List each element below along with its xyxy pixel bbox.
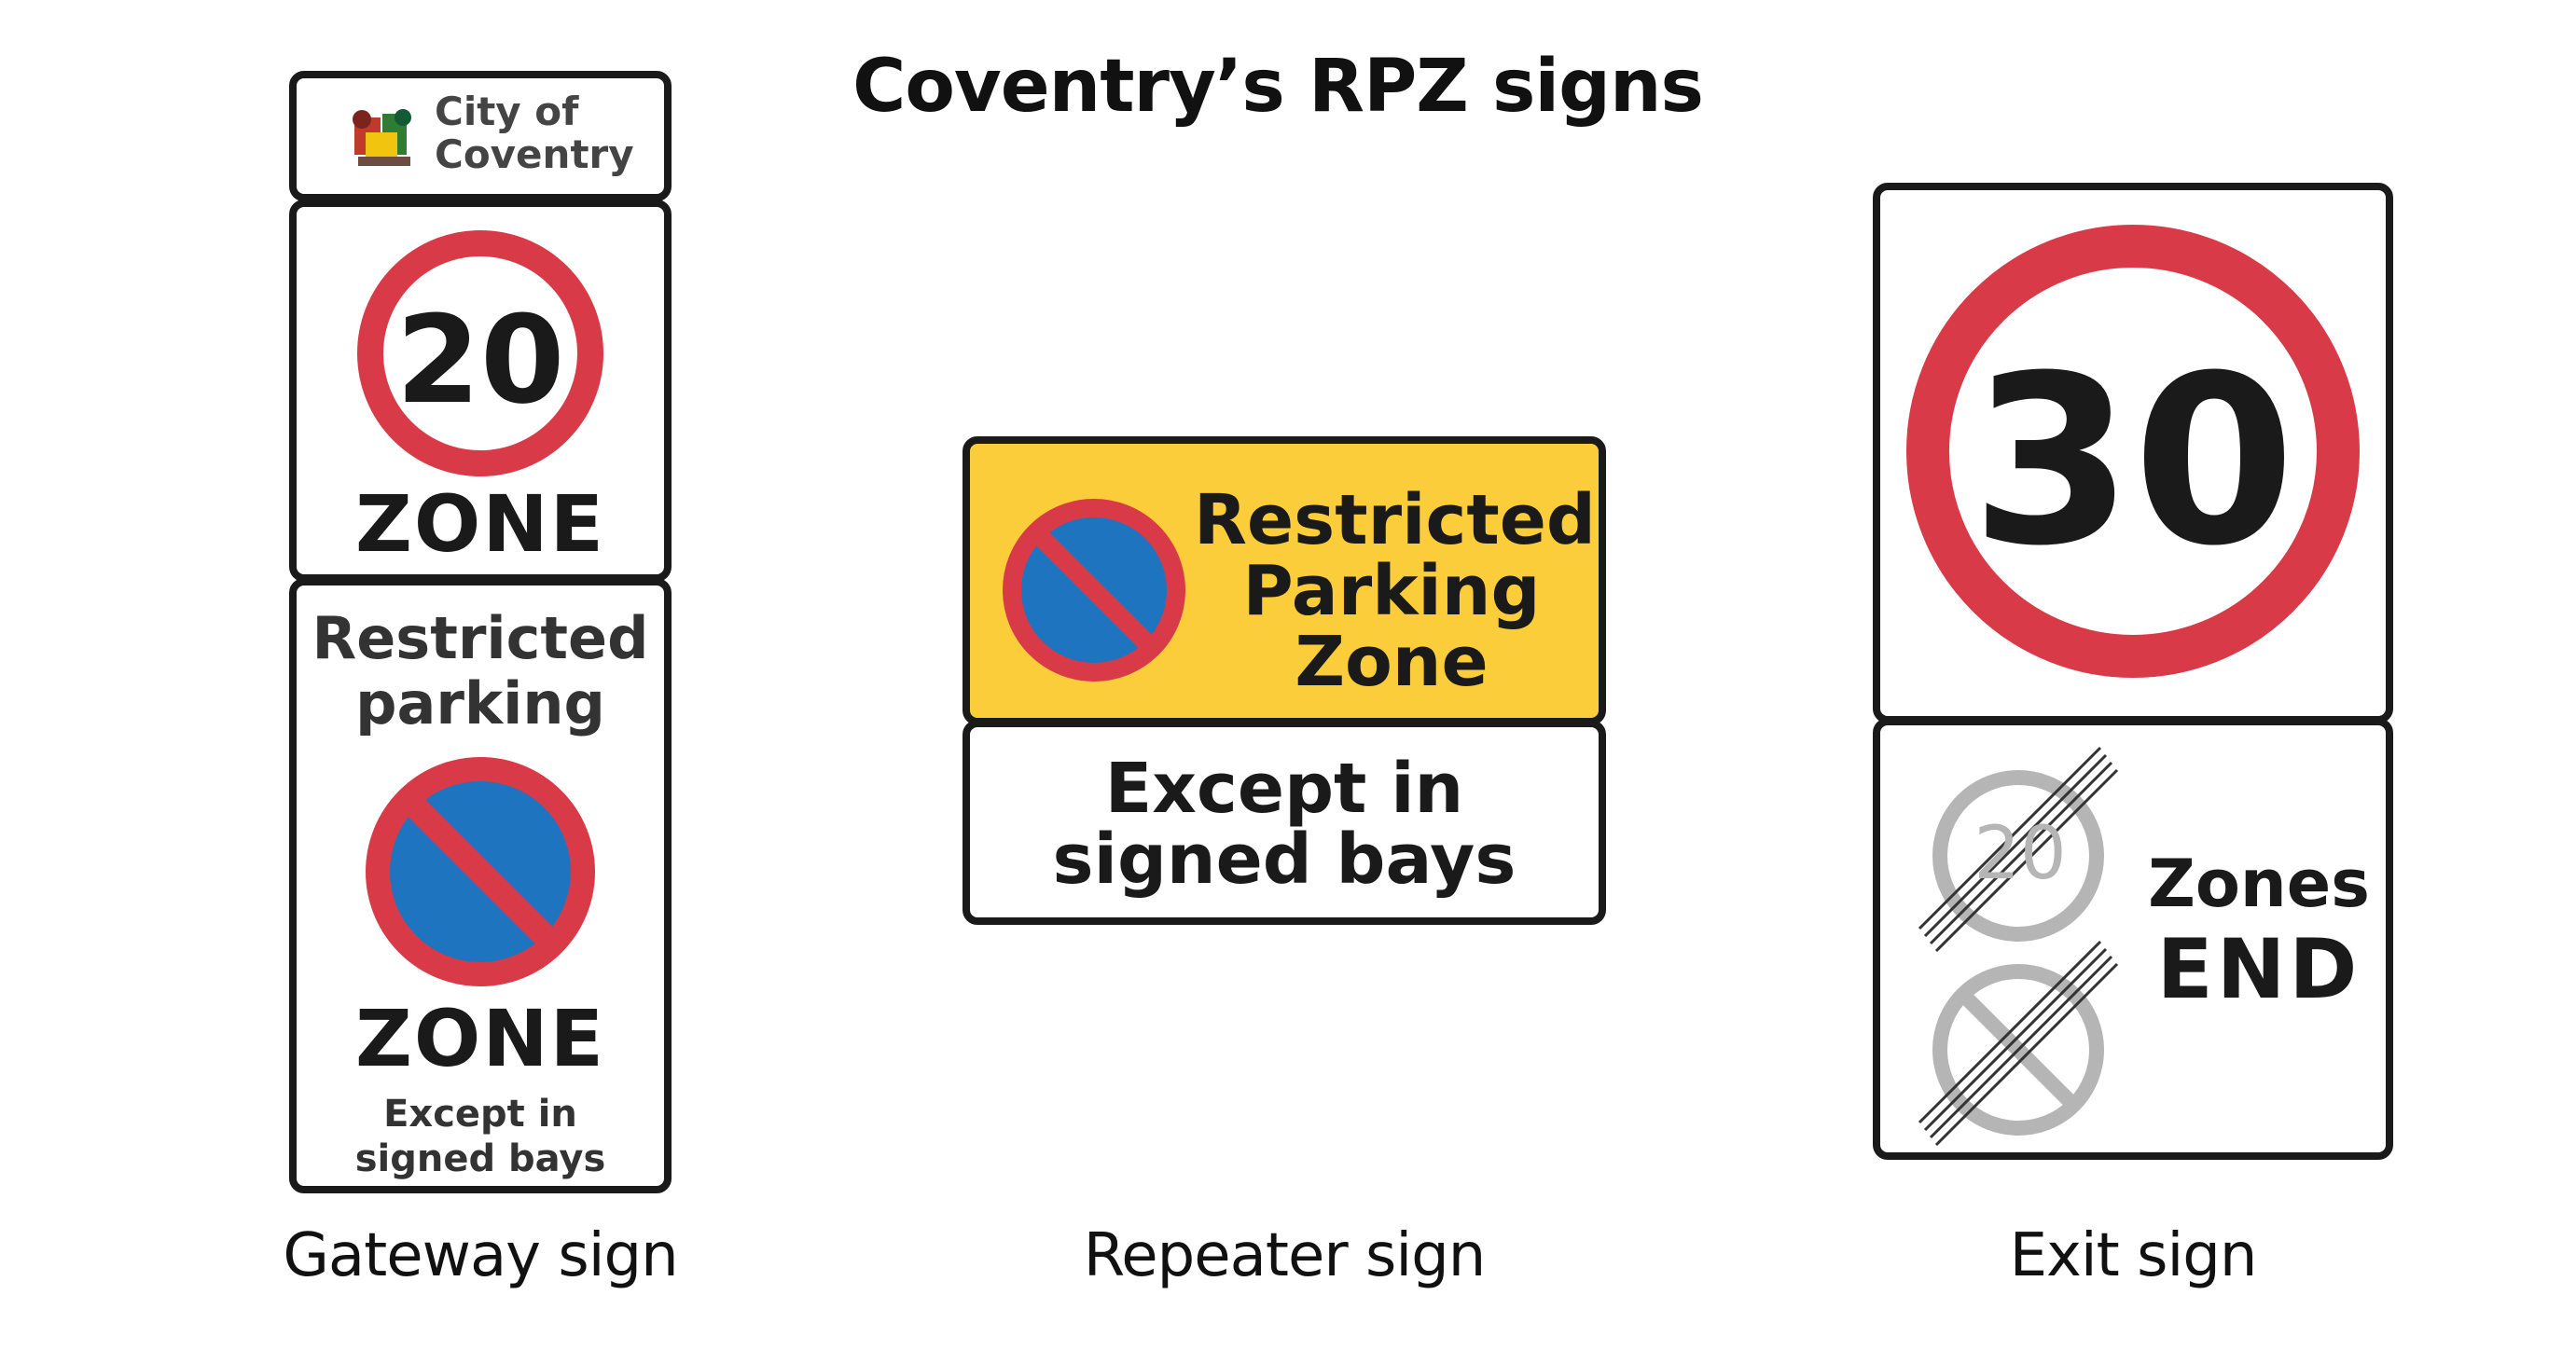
gateway-restricted-line2: parking (355, 669, 605, 737)
gateway-parking-zone-label: ZONE (355, 993, 605, 1084)
exit-zones-label: Zones (2148, 846, 2370, 922)
exit-speed-panel: 30 (1873, 183, 2393, 723)
gateway-caption: Gateway sign (283, 1221, 678, 1290)
repeater-line3: Zone (1295, 622, 1489, 702)
speed-limit-roundel-icon (1906, 225, 2360, 678)
council-name-line1: City of (435, 89, 579, 134)
coventry-crest-icon (353, 109, 411, 166)
exit-end-label: END (2156, 921, 2361, 1017)
speed-limit-roundel-icon (357, 230, 603, 476)
council-name-line2: Coventry (435, 131, 634, 177)
repeater-line1: Restricted (1194, 480, 1596, 560)
gateway-except-line1: Except in (383, 1093, 577, 1136)
gateway-speed-zone-label: ZONE (355, 478, 605, 570)
exit-speed-limit: 30 (1971, 325, 2295, 597)
ended-no-waiting-icon (1918, 940, 2119, 1147)
gateway-speed-panel: 20 ZONE (289, 200, 672, 582)
repeater-yellow-panel: Restricted Parking Zone (963, 436, 1606, 725)
repeater-plate-panel: Except in signed bays (963, 720, 1606, 925)
repeater-except-line1: Except in (1104, 749, 1464, 829)
repeater-except-line2: signed bays (1052, 820, 1517, 900)
gateway-restricted-line1: Restricted (312, 604, 649, 672)
gateway-parking-panel: Restricted parking ZONE Except in signed… (289, 578, 672, 1193)
page-title: Coventry’s RPZ signs (852, 45, 1704, 129)
exit-end-panel: 20 Zones END (1873, 718, 2393, 1160)
repeater-caption: Repeater sign (1083, 1221, 1487, 1290)
no-waiting-roundel-icon (366, 757, 595, 986)
gateway-speed-limit: 20 (395, 289, 565, 431)
no-waiting-roundel-icon (1003, 499, 1185, 682)
gateway-except-line2: signed bays (354, 1137, 606, 1180)
repeater-line2: Parking (1242, 551, 1541, 631)
ended-speed-limit-icon (1918, 746, 2119, 953)
gateway-council-panel: City of Coventry (289, 71, 672, 201)
exit-caption: Exit sign (2009, 1221, 2258, 1290)
exit-ended-speed: 20 (1974, 812, 2067, 896)
